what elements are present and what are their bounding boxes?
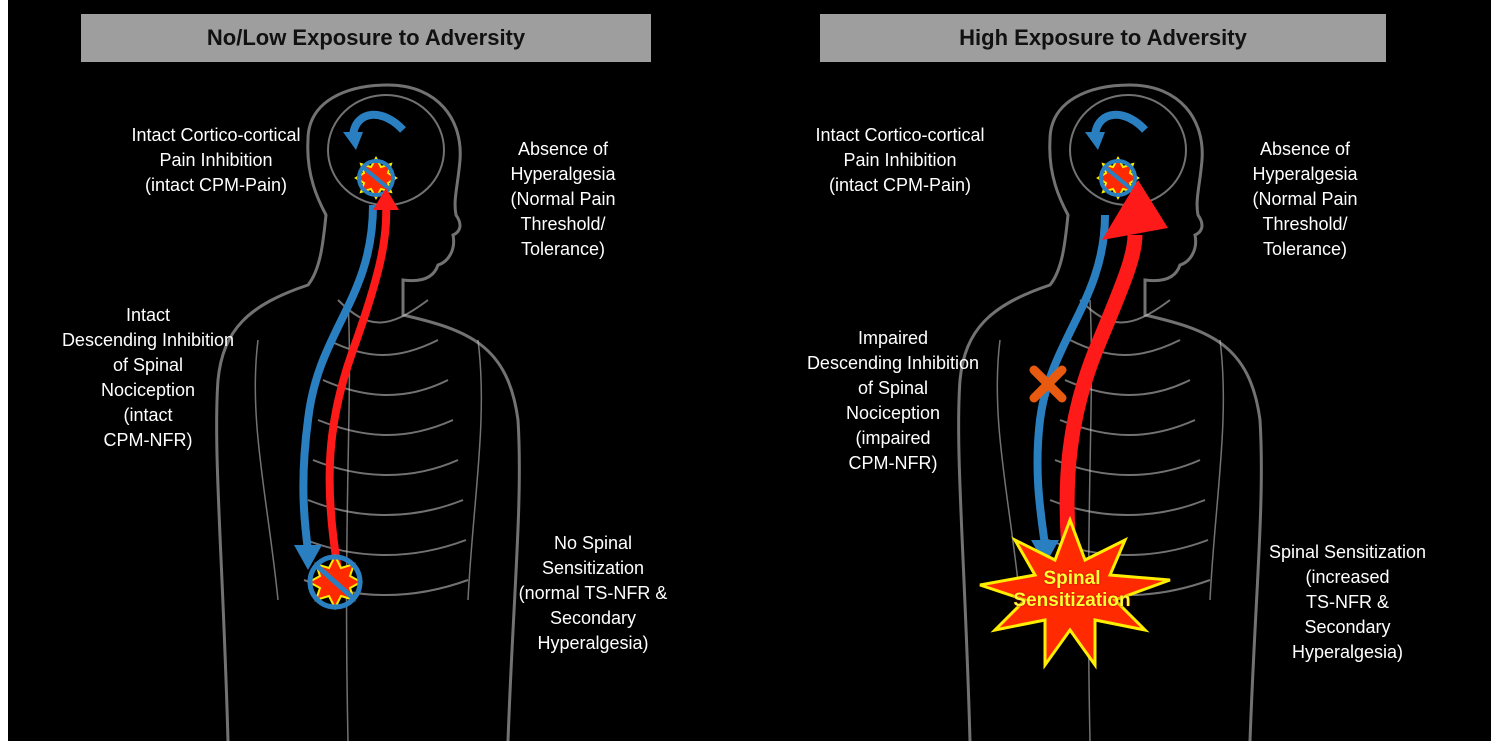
label-hyperalgesia: Absence of Hyperalgesia (Normal Pain Thr… [488,137,638,262]
panel-low-adversity: No/Low Exposure to Adversity [8,0,749,741]
label-spinal-sensitization: No Spinal Sensitization (normal TS-NFR &… [508,531,678,656]
label-descending-inhibition: Intact Descending Inhibition of Spinal N… [28,303,268,453]
brain-pain-blocked-icon [356,158,396,198]
ascending-pain-arrow-large [1067,180,1168,580]
label-spinal-sensitization: Spinal Sensitization (increased TS-NFR &… [1245,540,1450,665]
figure-canvas: No/Low Exposure to Adversity [8,0,1491,741]
panel-high-adversity: High Exposure to Adversity [750,0,1491,741]
brain-inhibition-loop-arrow [343,115,403,150]
label-cortical-inhibition: Intact Cortico-cortical Pain Inhibition … [790,123,1010,198]
ascending-pain-arrow [330,188,399,570]
brain-inhibition-loop-arrow [1085,115,1145,150]
burst-label: Spinal Sensitization [1002,568,1142,612]
label-descending-inhibition: Impaired Descending Inhibition of Spinal… [778,326,1008,476]
label-cortical-inhibition: Intact Cortico-cortical Pain Inhibition … [106,123,326,198]
label-hyperalgesia: Absence of Hyperalgesia (Normal Pain Thr… [1230,137,1380,262]
spinal-pain-blocked-icon [309,556,361,608]
